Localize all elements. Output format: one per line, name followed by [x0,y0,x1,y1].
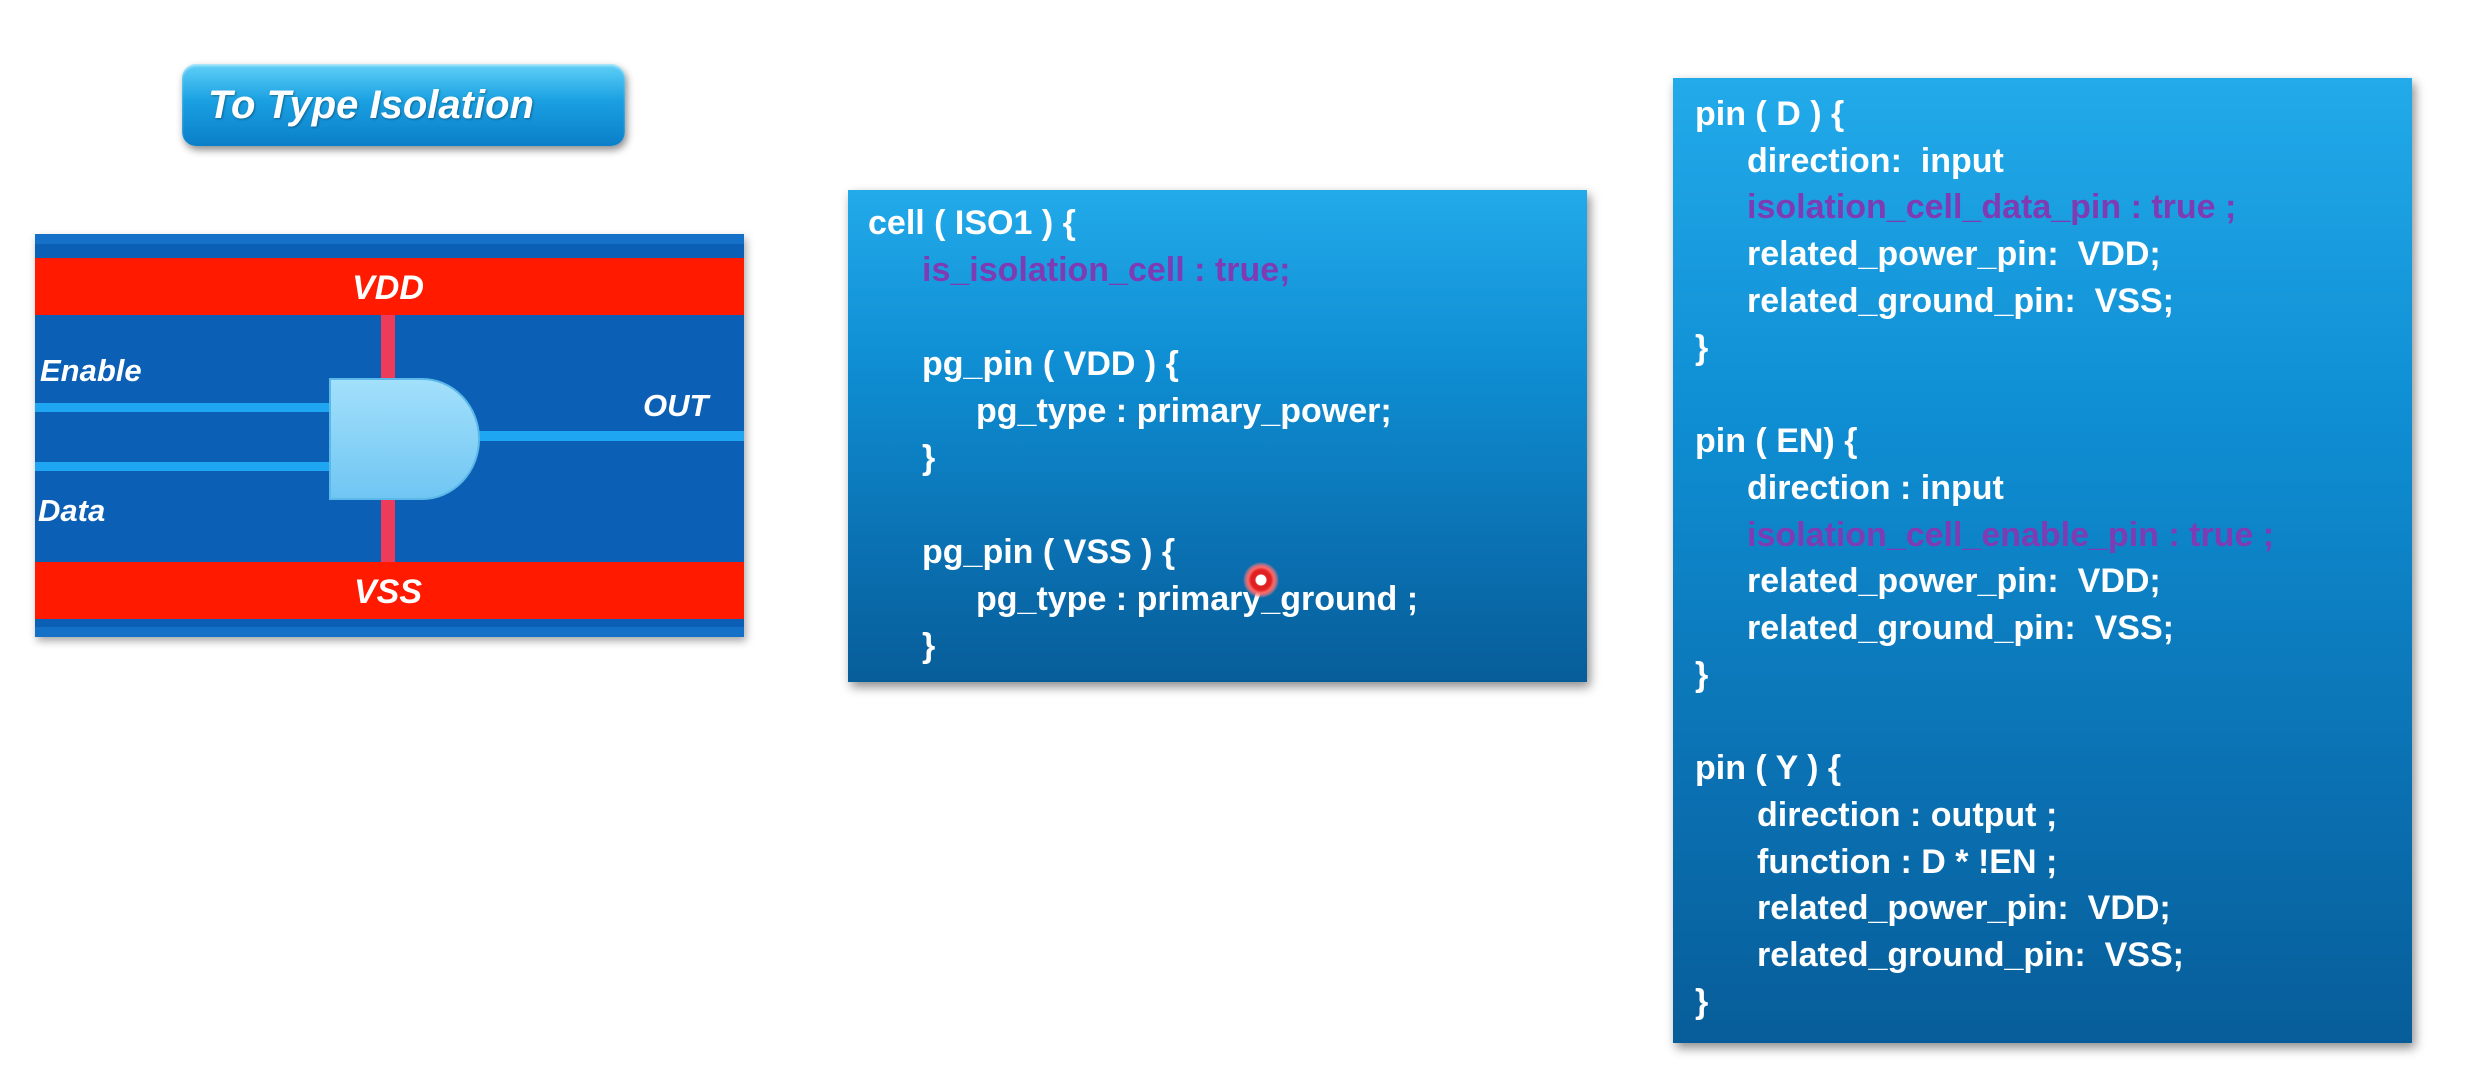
cell-header-line: cell ( ISO1 ) { [868,204,1076,242]
pin-y-close: } [1695,983,1709,1021]
enable-label: Enable [40,353,142,388]
pin-definitions-box: pin ( D ) { direction: input isolation_c… [1673,78,2412,1043]
vdd-label: VDD [352,269,424,307]
pg-type-power-line: pg_type : primary_power; [976,392,1392,430]
pin-d-close: } [1695,329,1709,367]
pin-d-direction: direction: input [1747,142,2004,180]
vss-label: VSS [354,573,422,611]
pin-en-related-ground: related_ground_pin: VSS; [1747,609,2174,647]
diagram-svg: VDD VSS Enable Data OUT [35,234,744,637]
pin-en-related-power: related_power_pin: VDD; [1747,562,2161,600]
pin-y-direction: direction : output ; [1757,796,2058,834]
out-wire [475,431,744,441]
data-wire [35,462,330,471]
pg-pin-vdd-close: } [922,439,936,477]
cell-definition-box: cell ( ISO1 ) { is_isolation_cell : true… [848,190,1587,682]
pointer-cursor-icon [1243,562,1279,598]
pin-d-related-ground: related_ground_pin: VSS; [1747,282,2174,320]
vss-rail [35,562,744,619]
is-isolation-cell-line: is_isolation_cell : true; [922,251,1291,289]
enable-wire [35,403,330,412]
pin-d-header: pin ( D ) { [1695,95,1845,133]
pg-pin-vdd-line: pg_pin ( VDD ) { [922,345,1179,383]
pg-pin-vss-line: pg_pin ( VSS ) { [922,533,1176,571]
out-label: OUT [643,388,712,423]
pin-en-close: } [1695,656,1709,694]
pin-y-related-power: related_power_pin: VDD; [1757,889,2171,927]
pin-d-related-power: related_power_pin: VDD; [1747,235,2161,273]
title-banner: To Type Isolation [182,64,625,146]
slide-title: To Type Isolation [208,82,534,127]
and-gate-icon [329,378,480,500]
isolation-cell-diagram: VDD VSS Enable Data OUT [35,234,744,637]
pin-y-header: pin ( Y ) { [1695,749,1842,787]
pin-en-direction: direction : input [1747,469,2004,507]
pin-y-related-ground: related_ground_pin: VSS; [1757,936,2184,974]
pin-y-function: function : D * !EN ; [1757,843,2058,881]
pin-d-isolation-data: isolation_cell_data_pin : true ; [1747,188,2237,226]
data-label: Data [38,493,105,528]
vdd-rail [35,258,744,315]
pin-en-isolation-enable: isolation_cell_enable_pin : true ; [1747,516,2275,554]
pg-pin-vss-close: } [922,627,936,665]
pin-en-header: pin ( EN) { [1695,422,1858,460]
vss-connection [381,499,395,562]
pg-type-ground-line: pg_type : primary_ground ; [976,580,1419,618]
